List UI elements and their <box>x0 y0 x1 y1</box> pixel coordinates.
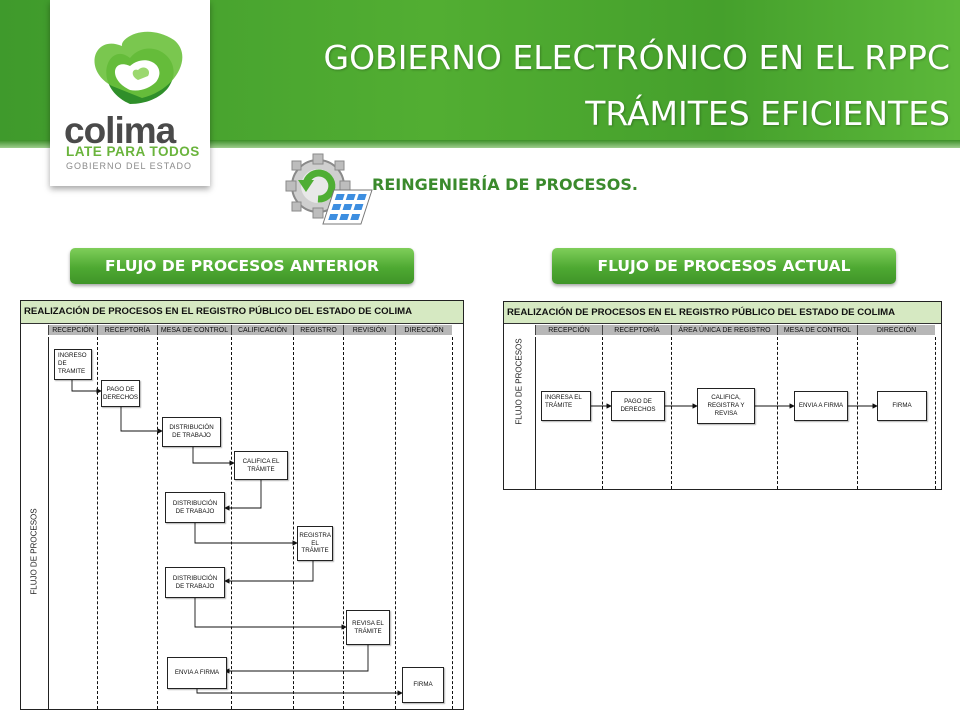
flow-step: ENVIA A FIRMA <box>794 391 848 421</box>
logo-tagline: LATE PARA TODOS <box>66 144 200 159</box>
lane-header: DIRECCIÓN <box>857 325 935 335</box>
lane-divider <box>602 337 603 489</box>
lane-divider <box>452 337 453 709</box>
lane-divider <box>777 337 778 489</box>
header-shade <box>0 140 960 148</box>
flow-step: INGRESO DE TRAMITE <box>54 349 92 380</box>
lane-header: RECEPTORÍA <box>602 325 671 335</box>
lane-header: MESA DE CONTROL <box>157 325 231 335</box>
flow-step: DISTRIBUCIÓN DE TRABAJO <box>162 417 221 447</box>
flow-step: DISTRIBUCIÓN DE TRABAJO <box>165 567 225 598</box>
diagram-before: REALIZACIÓN DE PROCESOS EN EL REGISTRO P… <box>20 300 464 710</box>
lane-header: ÁREA ÚNICA DE REGISTRO <box>671 325 777 335</box>
gear-refresh-icon <box>285 153 373 225</box>
diagram-title: REALIZACIÓN DE PROCESOS EN EL REGISTRO P… <box>21 301 463 324</box>
lane-divider <box>857 337 858 489</box>
flow-step: FIRMA <box>402 667 444 703</box>
lane-divider <box>671 337 672 489</box>
lane-header: RECEPCIÓN <box>535 325 602 335</box>
flow-step: INGRESA EL TRÁMITE <box>541 391 591 421</box>
lane-divider <box>395 337 396 709</box>
lane-header: REVISIÓN <box>343 325 395 335</box>
lane-header: RECEPCIÓN <box>48 325 97 335</box>
slide-title-line2: TRÁMITES EFICIENTES <box>585 94 950 133</box>
lane-divider <box>293 337 294 709</box>
lane-header: RECEPTORÍA <box>97 325 157 335</box>
flow-step: CALIFICA, REGISTRA Y REVISA <box>697 388 755 424</box>
flow-step: REVISA EL TRÁMITE <box>346 610 390 645</box>
logo-card: colima LATE PARA TODOS GOBIERNO DEL ESTA… <box>50 0 210 186</box>
lane-header: MESA DE CONTROL <box>777 325 857 335</box>
lane-divider <box>343 337 344 709</box>
lane-header: REGISTRO <box>293 325 343 335</box>
flow-step: CALIFICA EL TRÁMITE <box>234 451 288 480</box>
slide-title-line1: GOBIERNO ELECTRÓNICO EN EL RPPC <box>323 38 950 77</box>
lane-divider <box>231 337 232 709</box>
flow-step: DISTRIBUCIÓN DE TRABAJO <box>165 492 225 523</box>
before-flow-button[interactable]: FLUJO DE PROCESOS ANTERIOR <box>70 248 414 284</box>
lane-header: DIRECCIÓN <box>395 325 452 335</box>
diagram-title: REALIZACIÓN DE PROCESOS EN EL REGISTRO P… <box>504 302 941 324</box>
flow-step: FIRMA <box>877 391 927 421</box>
flow-step: PAGO DE DERECHOS <box>611 391 665 421</box>
flow-step: PAGO DE DERECHOS <box>101 380 140 407</box>
lane-divider <box>935 337 936 489</box>
heart-logo-icon <box>94 31 183 104</box>
side-column: FLUJO DE PROCESOS <box>504 337 536 489</box>
lane-header: CALIFICACIÓN <box>231 325 293 335</box>
after-flow-button[interactable]: FLUJO DE PROCESOS ACTUAL <box>552 248 896 284</box>
flow-step: ENVIA A FIRMA <box>167 657 227 689</box>
flow-step: REGISTRA EL TRÁMITE <box>297 526 333 561</box>
lane-divider <box>157 337 158 709</box>
lane-divider <box>97 337 98 709</box>
logo-subline: GOBIERNO DEL ESTADO <box>66 161 193 171</box>
diagram-after: REALIZACIÓN DE PROCESOS EN EL REGISTRO P… <box>503 301 942 490</box>
logo-wordmark: colima <box>64 110 176 151</box>
flow-arrows <box>591 403 878 409</box>
section-subtitle: REINGENIERÍA DE PROCESOS. <box>372 175 638 194</box>
side-column: FLUJO DE PROCESOS <box>21 337 49 709</box>
flow-arrows <box>71 380 403 696</box>
